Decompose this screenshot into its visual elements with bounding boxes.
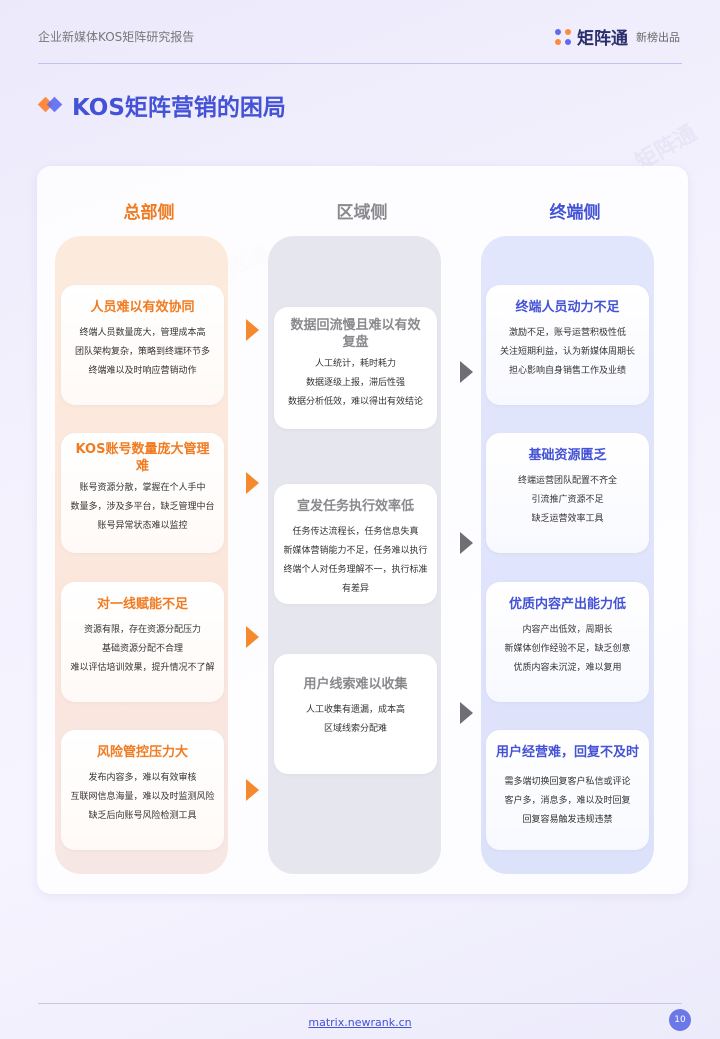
card-line: 关注短期利益，认为新媒体周期长: [499, 347, 635, 357]
brand-sub: 新榜出品: [636, 30, 680, 44]
page-title: KOS矩阵营销的困局: [72, 95, 286, 121]
card-hq-2: KOS账号数量庞大管理难 账号资源分散，掌握在个人手中 数量多，涉及多平台，缺乏…: [61, 433, 224, 553]
arrow-right-icon: [246, 319, 259, 341]
card-line: 内容产出低效，周期长: [522, 625, 613, 635]
card-title: 基础资源匮乏: [528, 448, 607, 463]
card-title: 用户线索难以收集: [303, 677, 408, 692]
card-line: 发布内容多，难以有效审核: [88, 773, 197, 783]
card-line: 互联网信息海量，难以及时监测风险: [70, 792, 215, 802]
arrow-right-icon: [246, 626, 259, 648]
brand-name: 矩阵通: [577, 29, 628, 49]
card-line: 缺乏后向账号风险检测工具: [88, 811, 197, 821]
arrow-right-icon: [246, 472, 259, 494]
brand: 矩阵通 新榜出品: [555, 24, 680, 49]
card-title: 风险管控压力大: [96, 745, 188, 760]
arrow-right-icon: [246, 779, 259, 801]
card-line: 客户多，消息多，难以及时回复: [504, 796, 631, 806]
card-line: 账号异常状态难以监控: [97, 521, 188, 531]
card-hq-4: 风险管控压力大 发布内容多，难以有效审核 互联网信息海量，难以及时监测风险 缺乏…: [61, 730, 224, 850]
card-line: 激励不足，账号运营积极性低: [508, 328, 626, 338]
card-line: 终端运营团队配置不齐全: [517, 476, 617, 486]
arrow-right-icon: [460, 532, 473, 554]
card-title: 对一线赋能不足: [96, 597, 188, 612]
page-title-group: KOS矩阵营销的困局: [37, 88, 286, 122]
card-line: 终端难以及时响应营销动作: [88, 366, 197, 376]
card-line: 回复容易触发违规违禁: [522, 815, 613, 825]
card-title: 宣发任务执行效率低: [296, 499, 414, 514]
column-title-region: 区域侧: [336, 203, 388, 223]
card-terminal-2: 基础资源匮乏 终端运营团队配置不齐全 引流推广资源不足 缺乏运营效率工具: [486, 433, 649, 553]
card-line: 有差异: [341, 584, 369, 594]
report-title: 企业新媒体KOS矩阵研究报告: [38, 30, 195, 44]
card-terminal-1: 终端人员动力不足 激励不足，账号运营积极性低 关注短期利益，认为新媒体周期长 担…: [486, 285, 649, 405]
card-region-2: 宣发任务执行效率低 任务传达流程长，任务信息失真 新媒体营销能力不足，任务难以执…: [274, 484, 437, 604]
card-line: 数据逐级上报，滞后性强: [305, 378, 405, 388]
card-terminal-4: 用户经营难，回复不及时 需多端切换回复客户私信或评论 客户多，消息多，难以及时回…: [486, 730, 649, 850]
card-hq-3: 对一线赋能不足 资源有限，存在资源分配压力 基础资源分配不合理 难以评估培训效果…: [61, 582, 224, 702]
card-title: 用户经营难，回复不及时: [495, 745, 639, 760]
card-line: 区域线索分配难: [323, 724, 387, 734]
card-terminal-3: 优质内容产出能力低 内容产出低效，周期长 新媒体创作经验不足，缺乏创意 优质内容…: [486, 582, 649, 702]
page-number: 10: [669, 1009, 691, 1031]
card-title: 数据回流慢且难以有效复盘: [290, 318, 421, 350]
card-region-1: 数据回流慢且难以有效复盘 人工统计，耗时耗力 数据逐级上报，滞后性强 数据分析低…: [274, 307, 437, 429]
card-line: 新媒体创作经验不足，缺乏创意: [504, 644, 631, 654]
card-line: 任务传达流程长，任务信息失真: [292, 527, 419, 537]
card-line: 数量多，涉及多平台，缺乏管理中台: [70, 502, 215, 512]
card-line: 终端个人对任务理解不一，执行标准: [283, 565, 428, 575]
card-line: 难以评估培训效果，提升情况不了解: [70, 663, 215, 673]
card-title: 人员难以有效协同: [90, 300, 195, 315]
card-title: KOS账号数量庞大管理难: [75, 442, 210, 474]
card-line: 优质内容未沉淀，难以复用: [513, 663, 622, 673]
brand-logo-icon: [555, 28, 571, 45]
card-title: 优质内容产出能力低: [508, 597, 626, 612]
card-line: 新媒体营销能力不足，任务难以执行: [283, 546, 428, 556]
card-title: 终端人员动力不足: [515, 300, 620, 315]
card-line: 基础资源分配不合理: [101, 644, 183, 654]
card-line: 团队架构复杂，策略到终端环节多: [74, 347, 210, 357]
footer-divider: [38, 1003, 682, 1004]
card-line: 人工收集有遗漏，成本高: [305, 705, 405, 715]
card-line: 资源有限，存在资源分配压力: [83, 625, 201, 635]
card-line: 人工统计，耗时耗力: [314, 359, 396, 369]
card-line: 终端人员数量庞大，管理成本高: [79, 328, 206, 338]
card-line: 担心影响自身销售工作及业绩: [508, 366, 626, 376]
arrow-right-icon: [460, 361, 473, 383]
card-line: 账号资源分散，掌握在个人手中: [79, 483, 206, 493]
card-line: 需多端切换回复客户私信或评论: [504, 777, 631, 787]
column-title-headquarters: 总部侧: [123, 203, 175, 223]
card-line: 引流推广资源不足: [531, 495, 604, 505]
card-region-3: 用户线索难以收集 人工收集有遗漏，成本高 区域线索分配难: [274, 654, 437, 774]
footer-link[interactable]: matrix.newrank.cn: [308, 1016, 412, 1029]
card-line: 数据分析低效，难以得出有效结论: [287, 397, 423, 407]
arrow-right-icon: [460, 702, 473, 724]
diamond-icon: [37, 96, 64, 113]
card-line: 缺乏运营效率工具: [531, 514, 604, 524]
header-divider: [38, 63, 682, 64]
card-hq-1: 人员难以有效协同 终端人员数量庞大，管理成本高 团队架构复杂，策略到终端环节多 …: [61, 285, 224, 405]
column-title-terminal: 终端侧: [549, 203, 601, 223]
